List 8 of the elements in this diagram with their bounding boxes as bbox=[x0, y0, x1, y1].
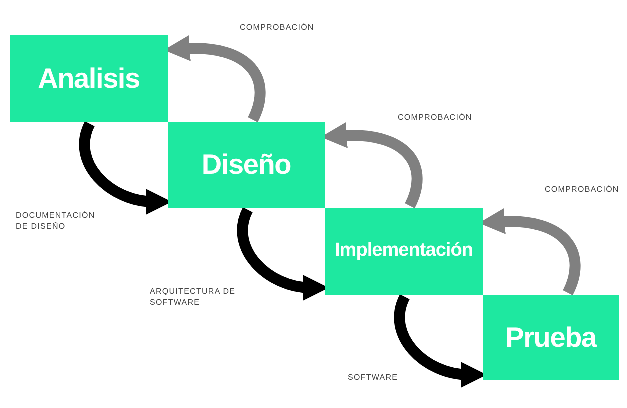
step-title: Implementación bbox=[335, 239, 473, 264]
step-title: Analisis bbox=[38, 62, 140, 96]
process-box bbox=[10, 35, 168, 122]
process-box bbox=[483, 295, 619, 380]
process-box bbox=[325, 208, 483, 295]
step-title: Diseño bbox=[202, 148, 292, 182]
step-title: Prueba bbox=[506, 320, 596, 354]
process-box bbox=[168, 122, 325, 208]
